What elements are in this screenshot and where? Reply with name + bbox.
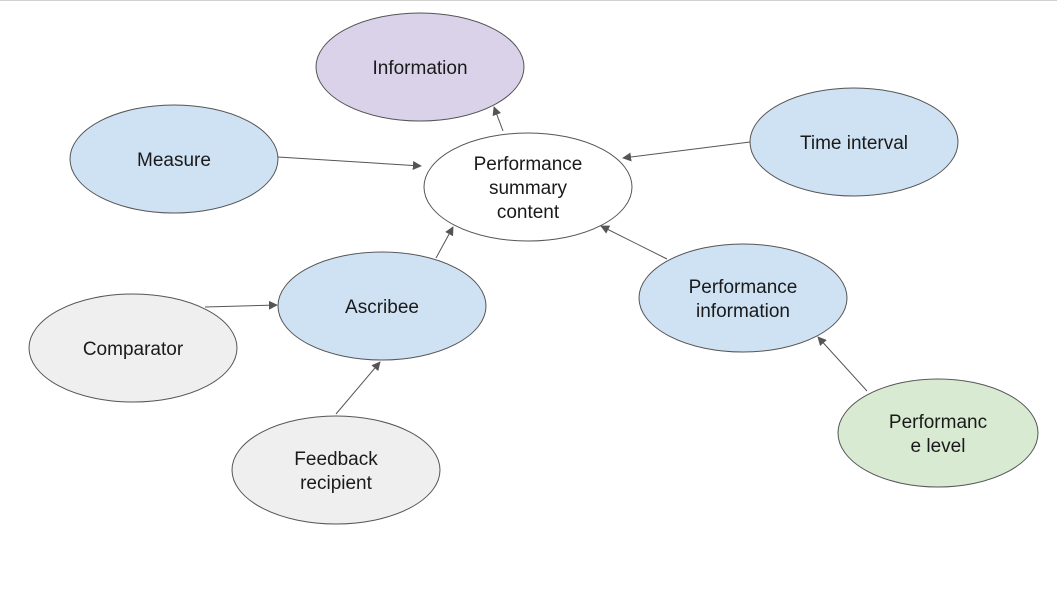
edge-comparator-to-ascribee: [204, 300, 278, 310]
node-performance-summary-content-ellipse: [423, 132, 633, 242]
edge-measure-to-performance-summary-content: [277, 156, 422, 170]
node-feedback-recipient-label-line: Feedback: [294, 449, 378, 470]
node-measure[interactable]: Measure: [69, 104, 279, 214]
node-performance-information-label-line: information: [696, 301, 790, 322]
node-ascribee[interactable]: Ascribee: [277, 251, 487, 361]
node-measure-label-line: Measure: [137, 150, 211, 171]
node-comparator[interactable]: Comparator: [28, 293, 238, 403]
node-time-interval-label: Time interval: [800, 133, 908, 154]
node-ascribee-label: Ascribee: [345, 297, 419, 318]
edge-performance-level-to-performance-information: [817, 336, 868, 392]
edge-feedback-recipient-to-ascribee: [335, 361, 381, 415]
node-information-label-line: Information: [372, 58, 467, 79]
node-feedback-recipient[interactable]: Feedback recipient: [231, 415, 441, 525]
node-performance-summary-content-label: Performance summary content: [474, 154, 583, 223]
edge-time-interval-to-performance-summary-content: [622, 141, 751, 162]
node-performance-level[interactable]: Performanc e level: [837, 378, 1039, 488]
node-comparator-label: Comparator: [83, 339, 184, 360]
node-performance-summary-content-label-line: summary: [489, 178, 568, 199]
edge-ascribee-to-performance-summary-content: [435, 226, 454, 259]
node-ascribee-label-line: Ascribee: [345, 297, 419, 318]
node-performance-summary-content[interactable]: Performance summary content: [423, 132, 633, 242]
edges: [204, 106, 868, 415]
edge-performance-information-to-performance-summary-content: [600, 225, 668, 260]
node-information[interactable]: Information: [315, 12, 525, 122]
node-time-interval[interactable]: Time interval: [749, 87, 959, 197]
node-performance-level-label-line: Performanc: [889, 412, 987, 433]
node-performance-level-label-line: e level: [911, 436, 966, 457]
node-measure-label: Measure: [137, 150, 211, 171]
node-measure-ellipse: [69, 104, 279, 214]
node-performance-information-label: Performance information: [689, 277, 798, 322]
node-information-ellipse: [315, 12, 525, 122]
node-comparator-ellipse: [28, 293, 238, 403]
node-performance-information[interactable]: Performance information: [638, 243, 848, 353]
node-feedback-recipient-ellipse: [231, 415, 441, 525]
node-performance-summary-content-label-line: Performance: [474, 154, 583, 175]
node-feedback-recipient-label: Feedback recipient: [294, 449, 378, 494]
node-performance-level-label: Performanc e level: [889, 412, 987, 457]
node-time-interval-label-line: Time interval: [800, 133, 908, 154]
node-time-interval-ellipse: [749, 87, 959, 197]
node-performance-information-label-line: Performance: [689, 277, 798, 298]
node-performance-summary-content-label-line: content: [497, 202, 560, 223]
edge-performance-summary-content-to-information: [492, 106, 504, 132]
top-divider: [0, 0, 1057, 1]
node-comparator-label-line: Comparator: [83, 339, 184, 360]
node-ascribee-ellipse: [277, 251, 487, 361]
node-feedback-recipient-label-line: recipient: [300, 473, 373, 494]
node-information-label: Information: [372, 58, 467, 79]
node-performance-information-ellipse: [638, 243, 848, 353]
node-performance-level-ellipse: [837, 378, 1039, 488]
